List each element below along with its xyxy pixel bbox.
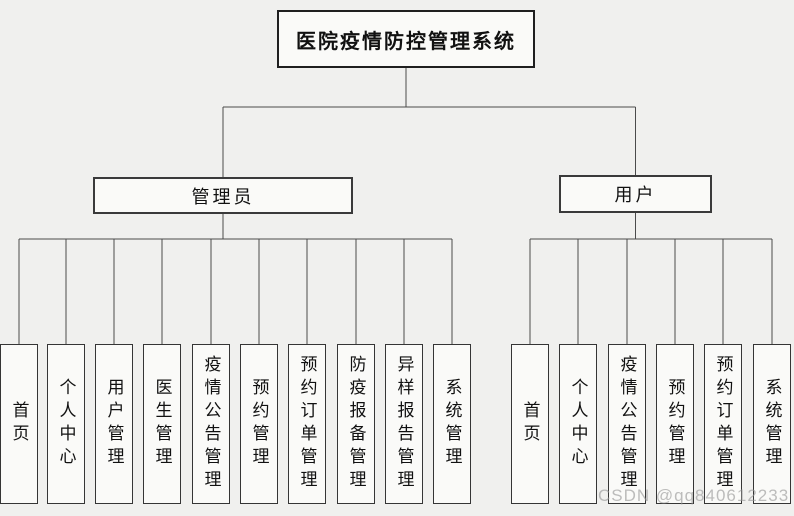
leaf-node-admin-9: 系统管理 xyxy=(433,344,471,504)
branch-node-user: 用户 xyxy=(559,175,712,213)
leaf-label: 预约订单管理 xyxy=(713,355,733,493)
leaf-label: 防疫报备管理 xyxy=(346,355,366,493)
leaf-node-user-1: 个人中心 xyxy=(559,344,597,504)
root-node: 医院疫情防控管理系统 xyxy=(277,10,535,68)
leaf-label: 系统管理 xyxy=(442,378,462,470)
leaf-node-admin-1: 个人中心 xyxy=(47,344,85,504)
leaf-label: 首页 xyxy=(9,401,29,447)
branch-user-label: 用户 xyxy=(614,185,657,205)
leaf-label: 预约订单管理 xyxy=(297,355,317,493)
leaf-node-admin-6: 预约订单管理 xyxy=(288,344,326,504)
leaf-node-user-0: 首页 xyxy=(511,344,549,504)
root-label: 医院疫情防控管理系统 xyxy=(296,30,516,53)
leaf-node-admin-8: 异样报告管理 xyxy=(385,344,423,504)
leaf-node-user-4: 预约订单管理 xyxy=(704,344,742,504)
leaf-label: 个人中心 xyxy=(568,378,588,470)
leaf-node-admin-7: 防疫报备管理 xyxy=(337,344,375,504)
leaf-node-user-2: 疫情公告管理 xyxy=(608,344,646,504)
leaf-node-admin-2: 用户管理 xyxy=(95,344,133,504)
leaf-label: 系统管理 xyxy=(762,378,782,470)
leaf-label: 医生管理 xyxy=(152,378,172,470)
leaf-label: 预约管理 xyxy=(249,378,269,470)
leaf-label: 异样报告管理 xyxy=(394,355,414,493)
leaf-node-admin-5: 预约管理 xyxy=(240,344,278,504)
leaf-node-user-3: 预约管理 xyxy=(656,344,694,504)
leaf-node-admin-3: 医生管理 xyxy=(143,344,181,504)
leaf-node-admin-4: 疫情公告管理 xyxy=(192,344,230,504)
leaf-node-admin-0: 首页 xyxy=(0,344,38,504)
leaf-label: 疫情公告管理 xyxy=(617,355,637,493)
leaf-node-user-5: 系统管理 xyxy=(753,344,791,504)
branch-node-admin: 管理员 xyxy=(93,177,353,214)
leaf-label: 疫情公告管理 xyxy=(201,355,221,493)
leaf-label: 用户管理 xyxy=(104,378,124,470)
branch-admin-label: 管理员 xyxy=(191,186,255,207)
leaf-label: 预约管理 xyxy=(665,378,685,470)
leaf-label: 首页 xyxy=(520,401,540,447)
leaf-label: 个人中心 xyxy=(56,378,76,470)
